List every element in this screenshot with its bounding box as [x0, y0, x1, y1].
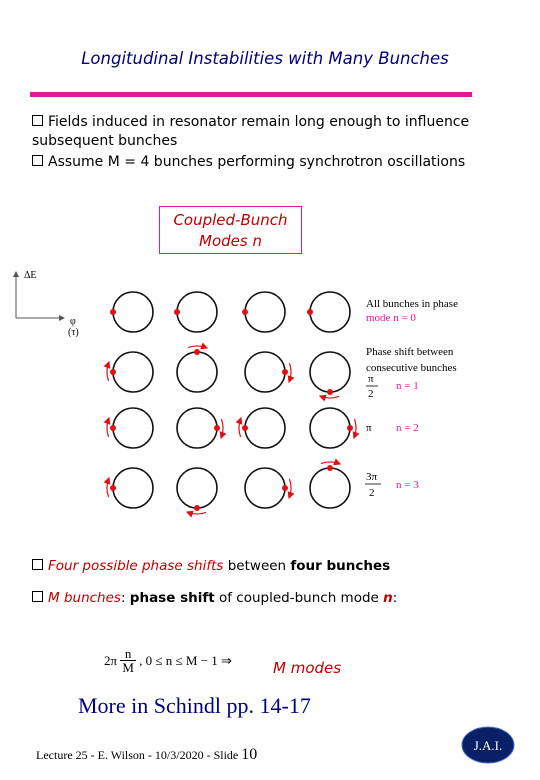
- bunch-dot: [242, 309, 248, 315]
- bunch-circle: [112, 407, 154, 449]
- motion-arrow: [287, 478, 295, 500]
- bunch-circle: [176, 407, 218, 449]
- bunch-circle: [309, 351, 351, 393]
- formula-2pi: 2π: [104, 652, 118, 668]
- motion-arrow: [187, 342, 209, 350]
- bunch-dot: [194, 505, 200, 511]
- bunch-dot: [110, 425, 116, 431]
- motion-arrow: [320, 458, 342, 466]
- phrase-four-bunches: four bunches: [290, 558, 391, 574]
- logo-text: J.A.I.: [474, 738, 503, 753]
- formula-den: M: [122, 660, 134, 675]
- row1-text2: consecutive bunches: [366, 362, 457, 374]
- phrase-between: between: [223, 558, 291, 574]
- row0-text1: All bunches in phase: [366, 298, 458, 310]
- bunch-circle: [309, 407, 351, 449]
- bullet-fields: Fields induced in resonator remain long …: [32, 113, 502, 151]
- motion-arrow: [235, 416, 243, 438]
- reference-text: More in Schindl pp. 14-17: [78, 693, 311, 718]
- bunch-dot: [242, 425, 248, 431]
- phrase-n: n: [383, 590, 393, 606]
- bunch-dot: [110, 485, 116, 491]
- row3-mode: n = 3: [396, 479, 419, 491]
- bunch-dot: [347, 425, 353, 431]
- bullet-four-phase: Four possible phase shifts between four …: [32, 557, 502, 576]
- row1-text1: Phase shift between: [366, 346, 454, 358]
- motion-arrow: [103, 360, 111, 382]
- phrase-end: :: [392, 590, 398, 606]
- axis-x-label: φ: [70, 316, 76, 327]
- m-modes-text: M modes: [273, 659, 342, 677]
- row2-mode: n = 2: [396, 422, 419, 434]
- formula-fraction: n M: [120, 647, 136, 674]
- coupled-bunch-box: Coupled-Bunch Modes n: [159, 206, 302, 254]
- row1-mode: n = 1: [396, 380, 419, 392]
- bunch-dot: [214, 425, 220, 431]
- bunch-circle: [112, 467, 154, 509]
- footer-text: Lecture 25 - E. Wilson - 10/3/2020 - Sli…: [36, 748, 242, 762]
- jai-logo: J.A.I.: [461, 726, 515, 764]
- bunch-dot: [110, 369, 116, 375]
- bunch-circle: [244, 291, 286, 333]
- row1-num: π: [368, 373, 374, 385]
- bunch-circle: [112, 351, 154, 393]
- bullet-assume: Assume M = 4 bunches performing synchrot…: [32, 153, 502, 172]
- bunch-circle: [244, 351, 286, 393]
- motion-arrow: [185, 510, 207, 518]
- bunch-circle: [176, 351, 218, 393]
- axis-y-label: ΔE: [24, 270, 37, 281]
- bunch-dot: [282, 369, 288, 375]
- motion-arrow: [352, 418, 360, 440]
- phrase-phase-shift: phase shift: [129, 590, 215, 606]
- phrase-four-phase: Four possible phase shifts: [48, 558, 224, 574]
- motion-arrow: [103, 476, 111, 498]
- row1-den: 2: [368, 388, 374, 400]
- bunch-dot: [110, 309, 116, 315]
- slide-number: 10: [241, 746, 258, 763]
- checkbox-bullet-icon: [32, 155, 43, 166]
- bunch-circle: [244, 467, 286, 509]
- bullet-m-bunches: M bunches: phase shift of coupled-bunch …: [32, 589, 502, 608]
- bunch-dot: [327, 389, 333, 395]
- bunch-circle: [176, 467, 218, 509]
- row3-den: 2: [369, 487, 375, 499]
- bullet-text: Assume M = 4 bunches performing synchrot…: [48, 154, 466, 170]
- row2-phase: π: [366, 422, 372, 434]
- row3-num: 3π: [366, 471, 378, 483]
- bullet-text: Fields induced in resonator remain long …: [32, 114, 470, 149]
- phrase-of-mode: of coupled-bunch mode: [214, 590, 384, 606]
- bunch-dot: [174, 309, 180, 315]
- bunch-circle: [176, 291, 218, 333]
- slide-footer: Lecture 25 - E. Wilson - 10/3/2020 - Sli…: [36, 746, 257, 764]
- motion-arrow: [103, 416, 111, 438]
- checkbox-bullet-icon: [32, 559, 43, 570]
- motion-arrow: [318, 394, 340, 402]
- phase-formula: 2π n M , 0 ≤ n ≤ M − 1 ⇒: [104, 647, 232, 674]
- title-rule: [30, 92, 472, 97]
- motion-arrow: [287, 362, 295, 384]
- motion-arrow: [219, 418, 227, 440]
- bunch-circle: [244, 407, 286, 449]
- checkbox-bullet-icon: [32, 115, 43, 126]
- bunch-dot: [327, 465, 333, 471]
- row0-mode: mode n = 0: [366, 312, 416, 324]
- box-line-1: Coupled-Bunch: [173, 211, 288, 229]
- bunch-grid: [103, 291, 360, 518]
- bunch-dot: [307, 309, 313, 315]
- box-line-2: Modes n: [199, 232, 262, 250]
- bunch-dot: [194, 349, 200, 355]
- bunch-modes-diagram: ΔE φ (τ) All bunches in phase mode n = 0…: [13, 270, 458, 518]
- bunch-circle: [112, 291, 154, 333]
- bunch-circle: [309, 467, 351, 509]
- phrase-m-bunches: M bunches: [48, 590, 121, 606]
- page-title: Longitudinal Instabilities with Many Bun…: [81, 49, 449, 68]
- formula-range: , 0 ≤ n ≤ M − 1 ⇒: [139, 652, 232, 668]
- phrase-colon: :: [120, 590, 130, 606]
- checkbox-bullet-icon: [32, 591, 43, 602]
- bunch-dot: [282, 485, 288, 491]
- axis-x-label-2: (τ): [68, 327, 79, 338]
- bunch-circle: [309, 291, 351, 333]
- formula-num: n: [120, 647, 136, 661]
